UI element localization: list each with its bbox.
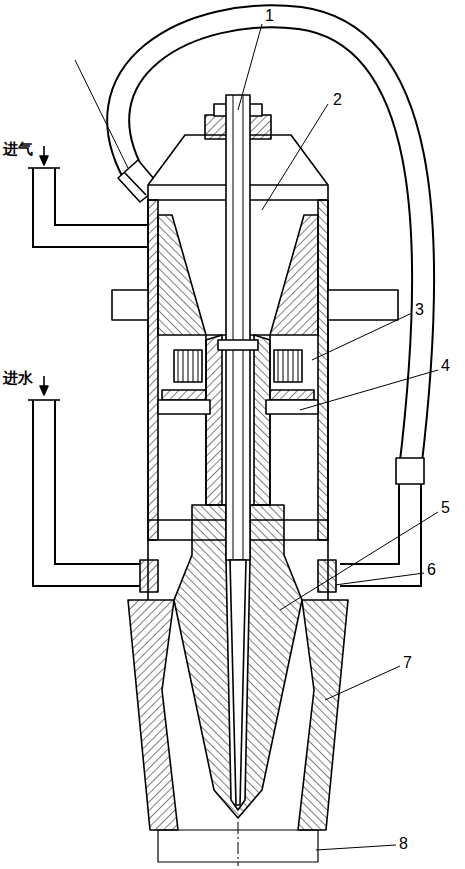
swirl-vane xyxy=(174,350,202,382)
callout-number: 3 xyxy=(414,302,425,318)
callout-number: 6 xyxy=(426,562,437,578)
callout-number: 8 xyxy=(398,836,409,852)
side-plug xyxy=(140,560,158,592)
outer-cone xyxy=(128,600,178,830)
callout-number: 2 xyxy=(332,92,343,108)
callout-number: 7 xyxy=(402,655,413,671)
seal-ring xyxy=(162,390,206,400)
flange xyxy=(112,290,148,320)
cone-insert xyxy=(158,215,206,335)
leader-line xyxy=(75,24,438,850)
callout-number: 4 xyxy=(440,358,451,374)
water-pipe xyxy=(44,400,140,575)
central-tube xyxy=(226,95,250,560)
callout-number: 5 xyxy=(440,500,451,516)
inlet-label: 进气 xyxy=(2,142,34,157)
inlet-label: 进水 xyxy=(2,371,34,386)
callout-number: 1 xyxy=(264,8,275,24)
